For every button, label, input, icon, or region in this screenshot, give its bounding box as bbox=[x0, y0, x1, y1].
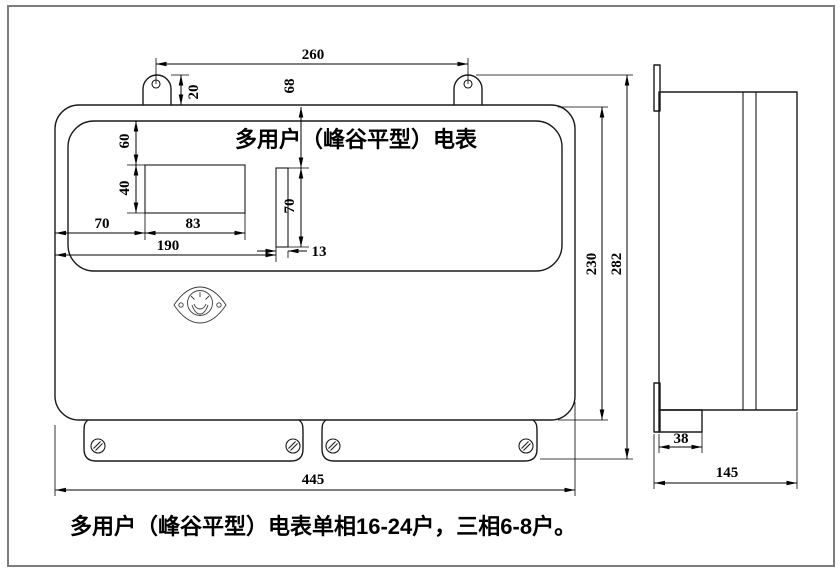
side-slot bbox=[275, 167, 289, 248]
dim-label-terminal-depth: 38 bbox=[674, 431, 689, 447]
dim-label-slot-height: 70 bbox=[282, 199, 298, 214]
screw-icon bbox=[90, 438, 106, 454]
drawing-title: 多用户（峰谷平型）电表 bbox=[235, 127, 478, 152]
terminal-cover-left bbox=[83, 419, 304, 462]
dim-label-slot-width: 13 bbox=[312, 244, 327, 260]
side-view-dimensions: 38 145 bbox=[653, 412, 798, 489]
side-terminal-step bbox=[658, 409, 703, 433]
screw-icon bbox=[518, 438, 534, 454]
screw-icon bbox=[325, 438, 341, 454]
dim-label-left-to-window: 70 bbox=[95, 216, 110, 232]
dim-label-tab-height: 20 bbox=[186, 85, 202, 100]
dim-label-overall-depth: 145 bbox=[716, 465, 739, 481]
side-body-outline bbox=[658, 91, 798, 411]
front-view-dimensions: 260 20 68 70 60 40 70 83 190 13 230 282 … bbox=[54, 47, 633, 496]
terminal-cover-right bbox=[321, 419, 538, 462]
front-view: 多用户（峰谷平型）电表 bbox=[54, 47, 633, 496]
dim-label-top-to-slot: 68 bbox=[282, 79, 298, 94]
seal-logo-icon bbox=[173, 286, 227, 324]
side-view: 38 145 bbox=[653, 64, 798, 489]
front-body-outline bbox=[54, 104, 576, 421]
side-bottom-tab bbox=[653, 382, 661, 433]
dim-label-body-height: 230 bbox=[584, 253, 600, 276]
dim-label-hole-spacing: 260 bbox=[302, 47, 325, 63]
dim-label-left-to-slot: 190 bbox=[157, 238, 180, 254]
mounting-tab-left bbox=[142, 74, 172, 106]
meter-window bbox=[144, 164, 246, 214]
dim-label-window-height: 40 bbox=[117, 181, 133, 196]
side-top-tab bbox=[653, 64, 661, 112]
front-inner-panel bbox=[67, 120, 563, 272]
dim-label-overall-width: 445 bbox=[302, 472, 325, 488]
dim-label-overall-height: 282 bbox=[609, 253, 625, 276]
cover-screws bbox=[90, 438, 534, 454]
dim-label-window-width: 83 bbox=[186, 216, 201, 232]
screw-icon bbox=[285, 438, 301, 454]
drawing-caption: 多用户（峰谷平型）电表单相16-24户，三相6-8户。 bbox=[70, 514, 576, 539]
dim-label-panel-to-window: 60 bbox=[117, 134, 133, 149]
page-border bbox=[7, 5, 835, 567]
